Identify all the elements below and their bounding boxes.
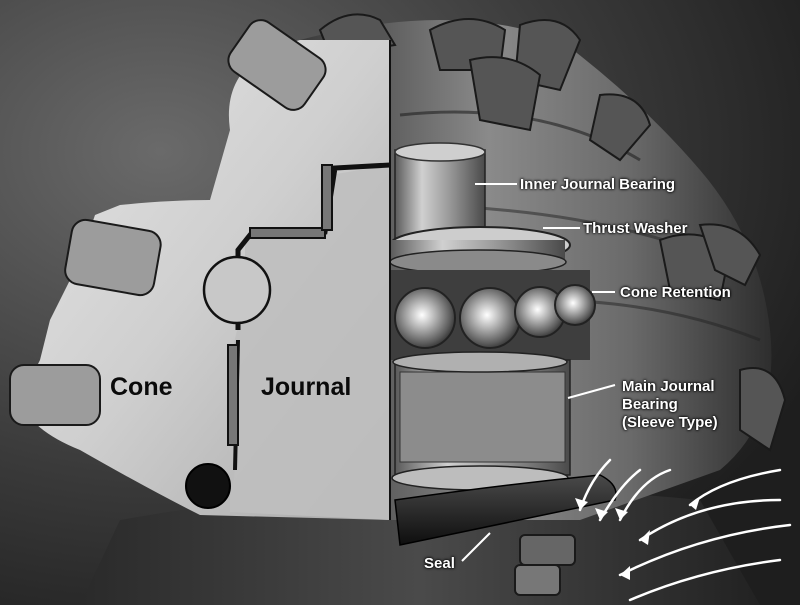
seal-label: Seal [424,555,455,572]
inner-journal-bearing-label: Inner Journal Bearing [520,176,676,193]
cone-section-label: Cone [110,373,173,401]
thrust-washer-label: Thrust Washer [583,220,688,237]
cone-retention-label: Cone Retention [620,284,731,301]
journal-section-label: Journal [261,373,352,401]
main-journal-bearing-label: Main Journal Bearing (Sleeve Type) [622,378,718,431]
